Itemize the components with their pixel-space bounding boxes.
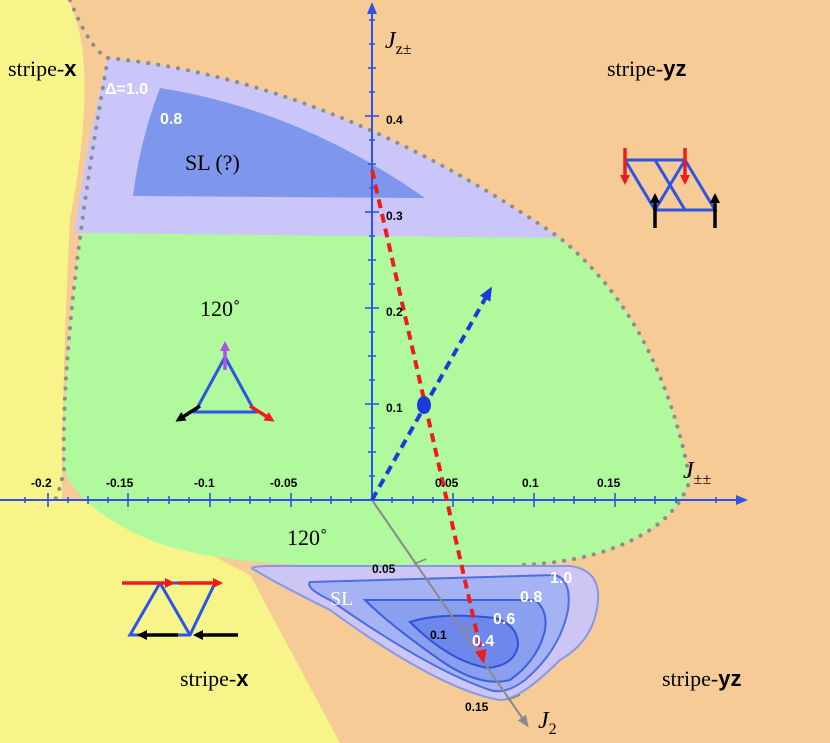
j2-axis — [371, 499, 529, 728]
jpm-tick-label: -0.05 — [270, 476, 298, 490]
j2-axis-ticks — [413, 558, 521, 701]
jz-axis-label: Jz± — [385, 28, 412, 58]
intersection-point-marker — [417, 396, 431, 414]
jpm-tick-label: 0.1 — [522, 476, 539, 490]
red-dashed-path-arrow — [370, 169, 487, 664]
sl-lower-label: SL — [330, 588, 353, 610]
stripe-x-region-top — [0, 0, 85, 500]
jz-axis-ticks — [365, 19, 379, 477]
stripe-x-config-icon — [122, 578, 238, 640]
phase-boundary-right — [68, 0, 693, 567]
jpm-tick-label: -0.15 — [106, 476, 134, 490]
sl-upper-label: SL (?) — [185, 150, 240, 175]
contour-label-lower-0.4: 0.4 — [472, 633, 494, 650]
jpm-axis-label: J±± — [683, 458, 711, 488]
stripe-x-label-bottom: stripe-x — [180, 666, 249, 691]
phase-120-label-lower: 120˚ — [287, 525, 327, 550]
sl-upper-region — [133, 88, 425, 198]
j2-tick-label: 0.15 — [465, 700, 489, 714]
stripe-yz-config-icon — [620, 148, 720, 228]
jz-tick-label: 0.2 — [386, 305, 403, 319]
triangle-120-config-icon — [175, 341, 275, 422]
jz-tick-label: 0.4 — [386, 113, 403, 127]
stripe-x-label-top: stripe-x — [8, 56, 77, 81]
phase-boundary-left — [53, 56, 110, 502]
contour-label-lower-0.1: 0.1 — [430, 628, 447, 642]
jpm-tick-label: -0.1 — [194, 476, 215, 490]
jz-tick-label: 0.1 — [386, 401, 403, 415]
stripe-yz-label-top: stripe-yz — [607, 56, 686, 81]
contour-label-upper-0.8: 0.8 — [160, 111, 182, 128]
contour-label-lower-1.0: 1.0 — [550, 570, 572, 587]
stripe-x-region-bottom — [0, 500, 340, 743]
j2-tick-label: 0.05 — [372, 562, 396, 576]
contour-label-lower-0.8: 0.8 — [520, 589, 542, 606]
sl-contour-0.4 — [408, 614, 520, 670]
contour-label-delta-1.0: Δ=1.0 — [105, 81, 148, 98]
contour-label-lower-0.6: 0.6 — [493, 611, 515, 628]
jpm-tick-label: 0.15 — [597, 476, 621, 490]
phase-120-label-upper: 120˚ — [200, 296, 240, 321]
jpm-tick-label: 0.05 — [435, 476, 459, 490]
jpm-axis-ticks — [24, 493, 717, 507]
blue-dashed-path-arrow — [370, 286, 492, 501]
jpm-tick-label: -0.2 — [31, 476, 52, 490]
j2-axis-label: J2 — [538, 708, 557, 738]
stripe-yz-label-bottom: stripe-yz — [662, 666, 741, 691]
jz-tick-label: 0.3 — [386, 209, 403, 223]
